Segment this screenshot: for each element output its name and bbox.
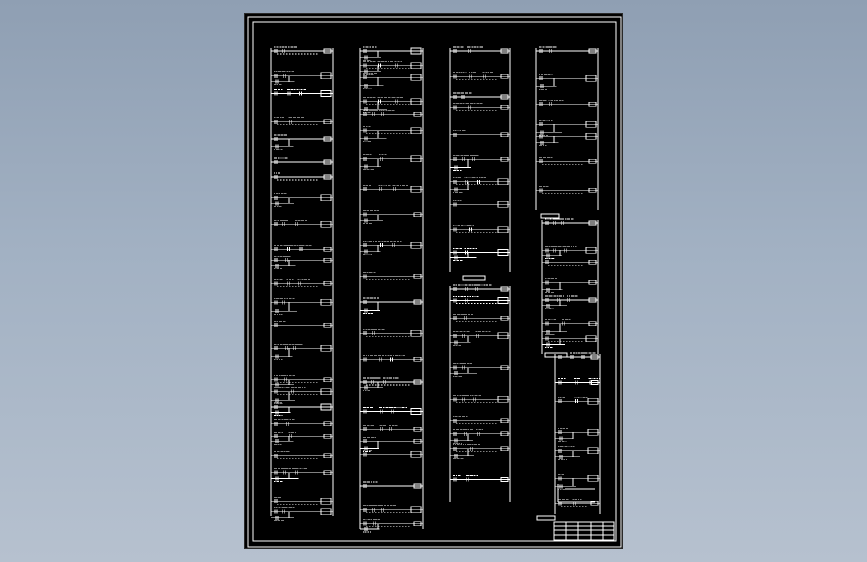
function-block	[410, 241, 422, 249]
output-coil	[500, 315, 509, 321]
output-coil	[413, 438, 422, 444]
output-coil	[588, 280, 597, 285]
outer-frame	[247, 16, 622, 548]
output-coil	[500, 418, 509, 424]
output-coil	[590, 354, 599, 360]
function-block	[410, 185, 422, 193]
output-coil	[323, 48, 332, 54]
function-block	[410, 506, 422, 514]
output-coil	[500, 286, 509, 292]
output-coil	[323, 377, 332, 382]
output-coil	[590, 380, 599, 385]
function-block	[320, 220, 332, 228]
function-block	[320, 388, 332, 395]
function-block	[497, 178, 509, 186]
output-coil	[323, 421, 332, 427]
function-block	[320, 194, 332, 202]
output-coil	[588, 297, 597, 303]
output-coil	[500, 365, 509, 370]
network-caption	[462, 275, 486, 281]
inner-frame	[252, 21, 617, 542]
output-coil	[500, 105, 509, 110]
output-coil	[588, 188, 597, 193]
output-coil	[588, 158, 597, 164]
function-block	[320, 72, 332, 80]
output-coil	[413, 521, 422, 526]
output-coil	[323, 433, 332, 439]
function-block	[320, 344, 332, 352]
function-block	[320, 497, 332, 505]
output-coil	[588, 259, 597, 265]
function-block	[320, 403, 332, 411]
output-coil	[323, 136, 332, 142]
function-block	[410, 62, 422, 69]
output-coil	[588, 101, 597, 107]
output-coil	[323, 453, 332, 459]
function-block	[410, 329, 422, 337]
function-block	[585, 246, 597, 254]
output-coil	[588, 48, 597, 54]
output-coil	[588, 321, 597, 326]
output-coil	[500, 74, 509, 79]
function-block	[585, 74, 597, 82]
function-block	[497, 201, 509, 208]
network-caption	[540, 213, 560, 219]
function-block	[587, 447, 599, 455]
function-block	[320, 508, 332, 515]
output-coil	[500, 94, 509, 100]
function-block	[320, 90, 332, 97]
output-coil	[590, 501, 599, 506]
network-caption	[536, 515, 556, 521]
output-coil	[413, 111, 422, 117]
title-block	[553, 521, 615, 541]
output-coil	[323, 257, 332, 263]
output-coil	[413, 357, 422, 362]
drawing-frame	[247, 16, 622, 548]
function-block	[410, 47, 422, 55]
output-coil	[323, 470, 332, 475]
output-coil	[413, 379, 422, 385]
title-block-border	[553, 521, 615, 541]
drawing-sheet	[244, 13, 623, 549]
output-coil	[500, 431, 509, 437]
output-coil	[500, 477, 509, 482]
output-coil	[413, 299, 422, 305]
output-coil	[323, 174, 332, 180]
output-coil	[413, 212, 422, 218]
function-block	[587, 397, 599, 405]
output-coil	[500, 156, 509, 162]
output-coil	[500, 132, 509, 138]
function-block	[410, 73, 422, 81]
output-coil	[323, 281, 332, 286]
output-coil	[323, 119, 332, 125]
output-coil	[413, 274, 422, 279]
function-block	[585, 120, 597, 128]
output-coil	[413, 426, 422, 432]
function-block	[587, 428, 599, 436]
function-block	[410, 127, 422, 134]
output-coil	[323, 159, 332, 165]
ladder-rungs	[270, 46, 601, 533]
function-block	[410, 451, 422, 458]
network-caption	[544, 352, 568, 358]
ladder-diagram-canvas	[247, 16, 622, 548]
function-block	[410, 98, 422, 105]
output-coil	[588, 220, 597, 226]
output-coil	[500, 48, 509, 54]
function-block	[497, 297, 509, 304]
output-coil	[500, 446, 509, 452]
output-coil	[323, 322, 332, 328]
output-coil	[323, 246, 332, 252]
output-coil	[413, 483, 422, 489]
